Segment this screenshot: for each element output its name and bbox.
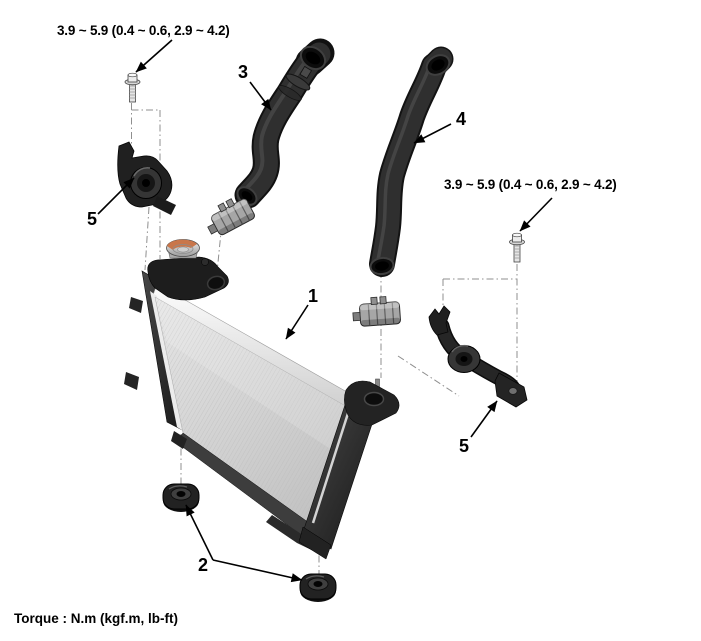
callout-arrow-2a <box>185 504 214 561</box>
callout-arrows <box>97 39 553 583</box>
radiator-part <box>124 239 400 560</box>
callout-arrow-1 <box>285 304 309 340</box>
mounting-bracket-left <box>117 141 176 215</box>
torque-spec-right: 3.9 ~ 5.9 (0.4 ~ 0.6, 2.9 ~ 4.2) <box>444 177 617 192</box>
callout-number-5-left: 5 <box>87 209 97 229</box>
callout-arrow-torque-right <box>519 197 553 232</box>
radiator-upper-inlet <box>206 275 226 291</box>
callout-number-4: 4 <box>456 109 466 129</box>
bracket-fork <box>428 305 451 336</box>
callout-arrow-5-right <box>470 400 498 438</box>
radiator-left-clip <box>124 372 139 390</box>
center-line <box>397 355 460 397</box>
hose-clamp-ring <box>285 73 311 91</box>
hose-clamp-buckle <box>299 65 313 79</box>
callout-number-3: 3 <box>238 62 248 82</box>
mounting-insulator-left <box>162 483 200 513</box>
radiator-right-edge <box>311 406 352 524</box>
radiator-filler-neck <box>147 256 229 301</box>
radiator-left-clip <box>129 297 143 313</box>
mounting-bolt-left <box>124 72 141 103</box>
torque-spec-left: 3.9 ~ 5.9 (0.4 ~ 0.6, 2.9 ~ 4.2) <box>57 23 230 38</box>
callout-arrow-torque-left <box>135 39 173 73</box>
callout-arrow-4 <box>413 123 452 144</box>
footer-note: Torque : N.m (kgf.m, lb-ft) <box>14 611 178 626</box>
radiator-foot-right <box>298 526 332 560</box>
radiator-core-sheen <box>155 297 349 452</box>
callout-number-2: 2 <box>198 555 208 575</box>
callout-arrow-5-left <box>97 177 135 215</box>
radiator-lower-hose <box>369 46 454 277</box>
radiator-cap <box>166 239 200 259</box>
callout-number-1: 1 <box>308 286 318 306</box>
callout-arrow-2b <box>212 559 303 583</box>
radiator-upper-hose <box>234 38 335 209</box>
radiator-foot-left <box>171 431 187 449</box>
overflow-nipple <box>201 258 209 266</box>
callout-arrow-3 <box>249 81 272 111</box>
radiator-outlet-port <box>363 391 385 407</box>
hose-clamp-lower <box>351 295 402 328</box>
mounting-bracket-right <box>428 305 528 408</box>
center-line <box>144 206 150 271</box>
callout-number-5-right: 5 <box>459 436 469 456</box>
mounting-insulator-right <box>299 573 337 603</box>
mounting-bolt-right <box>509 232 525 263</box>
bracket-bolt-hole <box>508 387 518 395</box>
radiator-core-fins <box>155 297 349 525</box>
